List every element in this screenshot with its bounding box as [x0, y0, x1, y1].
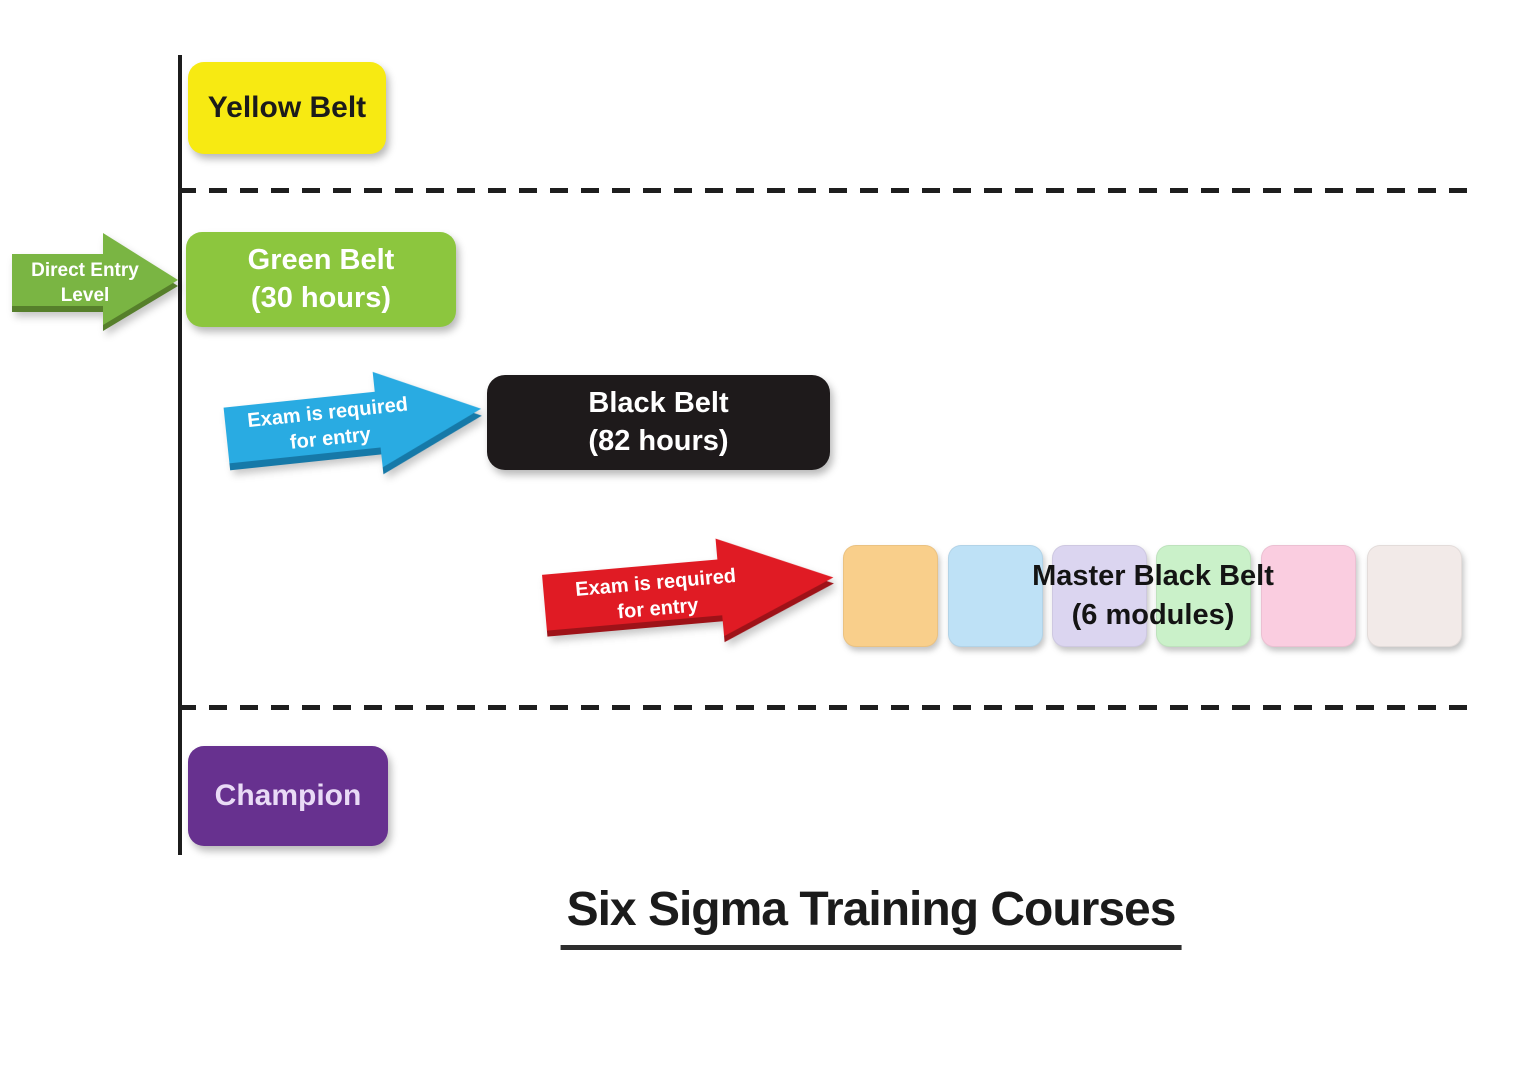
direct-entry-line2: Level: [60, 284, 110, 306]
mbb-module-card-5: [1261, 545, 1356, 647]
diagram-title-text: Six Sigma Training Courses: [560, 882, 1182, 950]
mbb-module-card-4: [1156, 545, 1251, 647]
exam-required-arrow-red: Exam is required for entry: [540, 523, 840, 658]
black-belt-box: Black Belt (82 hours): [487, 375, 830, 470]
black-belt-label: Black Belt: [588, 386, 729, 419]
mbb-module-card-2: [948, 545, 1043, 647]
arrow-front-face: [542, 538, 834, 637]
mbb-module-card-1: [843, 545, 938, 647]
mbb-module-card-3: [1052, 545, 1147, 647]
right-arrow-icon: [542, 538, 834, 643]
master-black-belt-modules: (6 modules): [1071, 599, 1235, 632]
right-arrow-icon: [12, 233, 178, 331]
divider-dashed-top: [178, 188, 1470, 193]
arrow-front-face: [12, 233, 178, 325]
arrow-front-face: [223, 371, 482, 468]
champion-label: Champion: [214, 779, 362, 812]
direct-entry-line1: Direct Entry: [31, 260, 139, 281]
divider-dashed-bottom: [178, 705, 1470, 710]
direct-entry-arrow: Direct Entry Level: [12, 228, 182, 332]
direct-entry-arrow-label: Direct Entry Level: [18, 259, 152, 308]
champion-box: Champion: [188, 746, 388, 846]
right-arrow-icon: [223, 371, 482, 475]
green-belt-hours: (30 hours): [250, 281, 392, 314]
yellow-belt-label: Yellow Belt: [207, 91, 367, 124]
black-belt-hours: (82 hours): [588, 424, 729, 457]
green-belt-box: Green Belt (30 hours): [186, 232, 456, 327]
master-black-belt-label: Master Black Belt (6 modules): [1032, 557, 1274, 635]
diagram-title: Six Sigma Training Courses: [560, 882, 1182, 950]
mbb-module-card-6: [1367, 545, 1462, 647]
yellow-belt-box: Yellow Belt: [188, 62, 386, 154]
master-black-belt-title: Master Black Belt: [1032, 560, 1274, 592]
exam-required-arrow-blue: Exam is required for entry: [221, 357, 489, 491]
green-belt-label: Green Belt: [247, 243, 395, 276]
entry-level-axis-line: [178, 55, 182, 855]
